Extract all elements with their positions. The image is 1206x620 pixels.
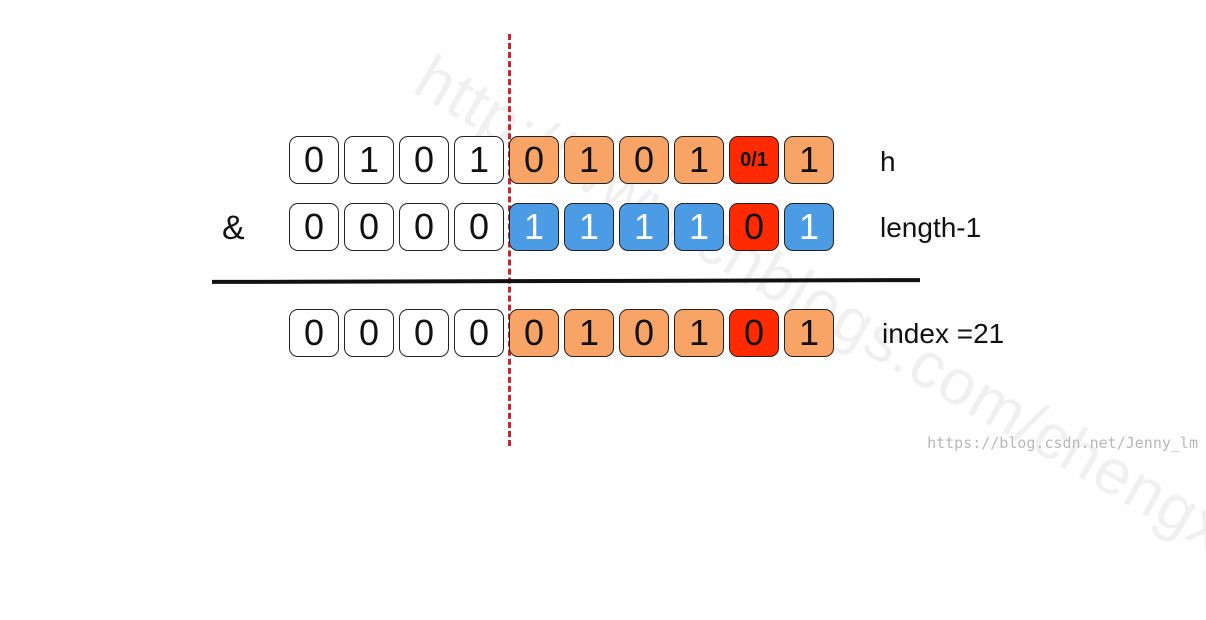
bit-cell: 1 xyxy=(674,203,724,251)
bit-cell: 1 xyxy=(784,309,834,357)
and-operator: & xyxy=(222,209,245,247)
bit-cell: 0 xyxy=(729,309,779,357)
bit-cell: 0 xyxy=(619,309,669,357)
mask-label: length-1 xyxy=(880,212,982,243)
bit-cell: 1 xyxy=(619,203,669,251)
bit-cell: 1 xyxy=(564,309,614,357)
bit-cell: 1 xyxy=(784,136,834,184)
bit-cell: 1 xyxy=(784,203,834,251)
bit-cell: 0 xyxy=(509,136,559,184)
bit-cell: 1 xyxy=(509,203,559,251)
bit-cell: 1 xyxy=(674,136,724,184)
bit-cell: 0 xyxy=(454,309,504,357)
bit-cell: 0 xyxy=(344,203,394,251)
bit-cell: 1 xyxy=(564,136,614,184)
bit-cell: 1 xyxy=(344,136,394,184)
bit-cell: 1 xyxy=(674,309,724,357)
bit-cell: 0 xyxy=(619,136,669,184)
bit-cell: 0 xyxy=(344,309,394,357)
bit-cell: 0 xyxy=(289,309,339,357)
bit-cell: 1 xyxy=(564,203,614,251)
bit-cell: 0/1 xyxy=(729,136,779,184)
bit-cell: 0 xyxy=(399,309,449,357)
bit-cell: 1 xyxy=(454,136,504,184)
bit-cell: 0 xyxy=(399,203,449,251)
hash-label: h xyxy=(880,146,896,177)
bit-cell: 0 xyxy=(289,203,339,251)
result-rule-line xyxy=(211,278,921,284)
bit-cell: 0 xyxy=(289,136,339,184)
bit-cell: 0 xyxy=(729,203,779,251)
bit-cell: 0 xyxy=(454,203,504,251)
bit-cell: 0 xyxy=(509,309,559,357)
footer-url: https://blog.csdn.net/Jenny_lm xyxy=(927,434,1198,452)
bit-cell: 0 xyxy=(399,136,449,184)
result-label: index =21 xyxy=(882,318,1005,349)
